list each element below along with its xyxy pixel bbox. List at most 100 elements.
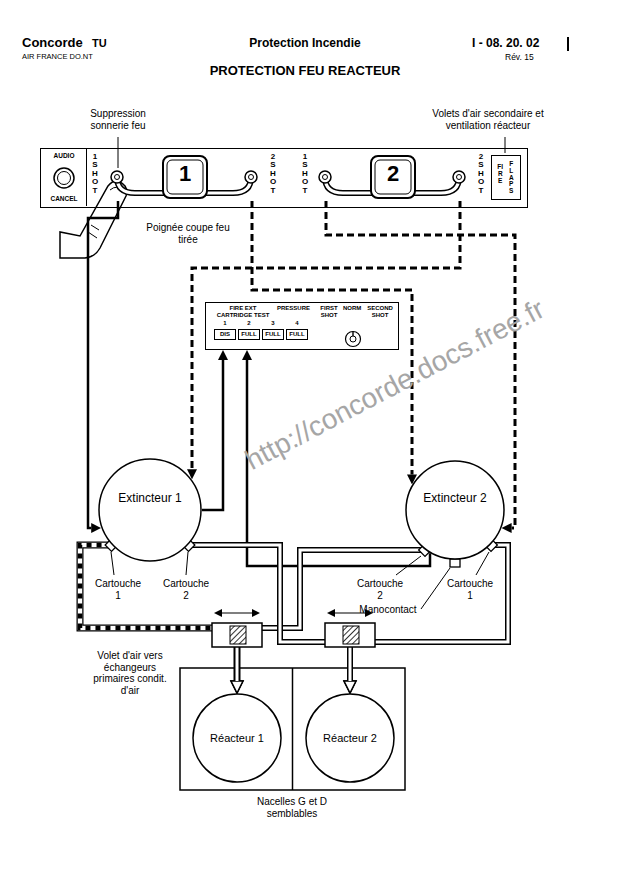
motion-arrow — [214, 609, 260, 617]
callout-label: Cartouche 1 — [445, 578, 495, 601]
valve-slide — [343, 626, 359, 644]
header-text: AIR FRANCE DO.NT — [22, 53, 93, 62]
circle-outline — [406, 461, 504, 559]
circle-outline — [99, 459, 201, 561]
shot-button — [249, 175, 254, 180]
node-label: Réacteur 2 — [323, 732, 377, 745]
watermark: http://concorde.docs.free.fr — [240, 293, 550, 477]
node-label: Extincteur 1 — [118, 492, 181, 506]
callout-label: Manocontact — [359, 604, 416, 616]
air-valve — [212, 609, 262, 647]
indicator-light: DIS — [214, 329, 236, 340]
handle-grip — [371, 156, 415, 198]
shot-label: 1 SHOT — [301, 153, 309, 195]
circle-outline — [306, 694, 394, 782]
shot-button — [453, 171, 465, 183]
valve-body — [325, 623, 375, 647]
fire-control-panel: AUDIOCANCEL 1 2 FIRE FLAPS 1 SHOT 2 SHOT 1 SHOT… — [40, 148, 528, 208]
extinguisher-bottle-outline — [98, 458, 202, 562]
panel-label: 1 — [214, 320, 236, 327]
callout-label: Volet d'air vers échangeurs primaires co… — [91, 650, 169, 696]
panel-label: PRESSURE — [277, 305, 310, 312]
callout-label: Cartouche 2 — [355, 578, 405, 601]
callout-label: Volets d'air secondaire et ventilation r… — [432, 108, 544, 131]
indicator-light: FULL — [262, 329, 284, 340]
fire-handle: 1 — [103, 153, 263, 201]
audio-cancel-button: AUDIOCANCEL — [41, 149, 87, 206]
circle-outline — [193, 694, 281, 782]
push-button — [58, 172, 71, 185]
solid-wire — [202, 360, 223, 510]
revision-bar — [567, 37, 569, 51]
shot-button — [245, 171, 257, 183]
knob-pointer — [352, 332, 353, 337]
panel-label: NORM — [343, 305, 361, 312]
push-button — [54, 168, 74, 188]
finger-knuckle — [88, 225, 99, 238]
leader-line — [476, 552, 489, 575]
button-label: FIRE — [497, 164, 504, 184]
extinguisher-bottle-outline — [405, 460, 505, 560]
header-text: Concorde — [22, 36, 83, 51]
pipe-bore — [237, 550, 425, 681]
button-label: FLAPS — [508, 161, 515, 195]
callout-label: Poignée coupe feu tirée — [138, 222, 238, 245]
shot-button — [323, 175, 328, 180]
discharge-pipe — [350, 545, 508, 681]
callout-label: Nacelles G et D semblables — [247, 796, 337, 819]
extinguisher-bottle: Extincteur 2 — [405, 460, 505, 560]
revision-number: Rév. 15 — [505, 53, 534, 63]
leader-line — [186, 552, 188, 575]
engine-circle: Réacteur 2 — [305, 693, 395, 783]
callout-label: Cartouche 1 — [93, 578, 143, 601]
control-wire — [202, 360, 223, 510]
leader-line — [505, 137, 506, 153]
diagram-title: PROTECTION FEU REACTEUR — [210, 64, 401, 79]
page-number: I - 08. 20. 02 — [472, 37, 539, 51]
panel-label: FIRE EXT CARTRIDGE TEST — [214, 305, 272, 318]
panel-label: SECOND SHOT — [364, 305, 396, 318]
callout-label: Cartouche 2 — [161, 578, 211, 601]
selector-knob — [350, 336, 356, 342]
shot-label: 1 SHOT — [91, 153, 99, 195]
fire-flaps-button: FIRE FLAPS — [491, 155, 521, 200]
indicator-text: DIS — [217, 331, 233, 338]
shot-label: 2 SHOT — [477, 153, 485, 195]
handle-grip — [163, 156, 207, 198]
valve-slide — [230, 626, 246, 644]
shot-button — [457, 175, 462, 180]
extinguisher-bottle: Extincteur 1 — [98, 458, 202, 562]
node-label: Extincteur 2 — [423, 492, 486, 506]
leader-line — [111, 552, 114, 575]
pipe-bore — [350, 545, 508, 681]
pipe-outline — [350, 545, 508, 681]
pipe-outline — [188, 545, 350, 681]
shot-label: 2 SHOT — [269, 153, 277, 195]
indicator-text: FULL — [289, 331, 305, 338]
header-text: TU — [92, 37, 107, 50]
indicator-light: FULL — [286, 329, 308, 340]
leader-line — [421, 568, 450, 609]
panel-label: 2 — [238, 320, 260, 327]
panel-label: FIRST SHOT — [316, 305, 342, 318]
valve-body — [212, 623, 262, 647]
motion-arrow — [220, 612, 254, 613]
indicator-light: FULL — [238, 329, 260, 340]
pressure-switch — [450, 559, 460, 567]
fire-handle: 2 — [311, 153, 471, 201]
handle-number: 1 — [163, 161, 207, 186]
node-label: Réacteur 1 — [210, 732, 264, 745]
discharge-pipe — [188, 545, 350, 681]
selector-knob — [346, 332, 361, 347]
pipe-bore — [188, 545, 350, 681]
nacelle-divider — [292, 668, 294, 790]
leader-line — [118, 137, 119, 168]
cartridge-test-panel: DIS FULL FULL FULL FIRE EXT CARTRIDGE TEST PR… — [205, 302, 399, 350]
engine-circle: Réacteur 1 — [192, 693, 282, 783]
header-text: Protection Incendie — [249, 37, 360, 51]
shot-button — [115, 175, 120, 180]
indicator-text: FULL — [241, 331, 257, 338]
pipe-outline — [237, 550, 425, 681]
shot-button — [111, 171, 123, 183]
